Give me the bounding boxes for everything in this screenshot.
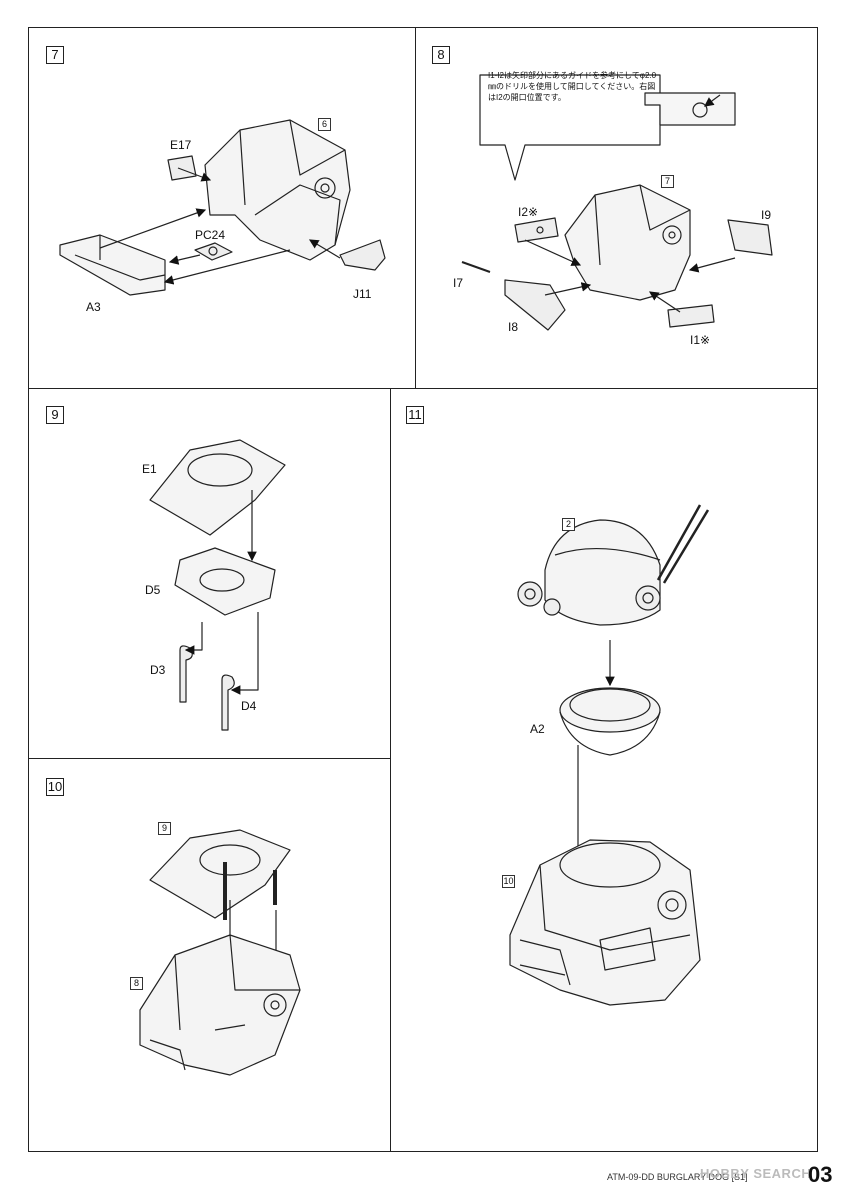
step-7-number: 7	[46, 46, 64, 64]
drill-instruction-note: I1·I2は矢印部分にあるガイドを参考にしてφ2.0㎜のドリルを使用して開口して…	[488, 71, 657, 102]
step-9-number: 9	[46, 406, 64, 424]
part-label-i9: I9	[761, 208, 772, 222]
part-label-i7: I7	[453, 276, 464, 290]
part-label-j11: J11	[353, 287, 372, 301]
step-7-ref-box: 6	[318, 118, 331, 131]
part-label-d3: D3	[150, 663, 166, 677]
part-label-i8: I8	[508, 320, 519, 334]
part-label-a3: A3	[86, 300, 101, 314]
step-11-ref-top: 2	[562, 518, 575, 531]
footer-model-text: ATM-09-DD BURGLARY DOG [S1]	[607, 1172, 748, 1182]
step-10-ref-bottom: 8	[130, 977, 143, 990]
part-label-e17: E17	[170, 138, 192, 152]
part-label-pc24: PC24	[195, 228, 226, 242]
divider-row1	[28, 388, 818, 390]
divider-left-mid	[28, 758, 391, 760]
step-10-ref-top: 9	[158, 822, 171, 835]
step-7-drawing	[59, 119, 386, 296]
step-10-number: 10	[46, 778, 64, 796]
step-9-drawing	[149, 439, 286, 731]
page-number: 03	[808, 1162, 833, 1187]
part-label-e1: E1	[142, 462, 157, 476]
part-label-d5: D5	[145, 583, 161, 597]
part-label-i2: I2※	[518, 205, 539, 219]
step-11-drawing	[509, 504, 710, 1006]
part-label-a2: A2	[530, 722, 545, 736]
divider-col-bottom	[390, 388, 392, 1152]
step-8-drawing	[461, 74, 773, 331]
step-11-number: 11	[406, 406, 424, 424]
divider-col-top	[415, 27, 417, 389]
step-8-number: 8	[432, 46, 450, 64]
step-8-ref-box: 7	[661, 175, 674, 188]
page-frame	[28, 27, 818, 1152]
step-11-ref-bottom: 10	[502, 875, 515, 888]
part-label-d4: D4	[241, 699, 257, 713]
watermark: HOBBY SEARCH	[700, 1166, 812, 1181]
part-label-i1: I1※	[690, 333, 711, 347]
step-10-drawing	[139, 829, 301, 1076]
